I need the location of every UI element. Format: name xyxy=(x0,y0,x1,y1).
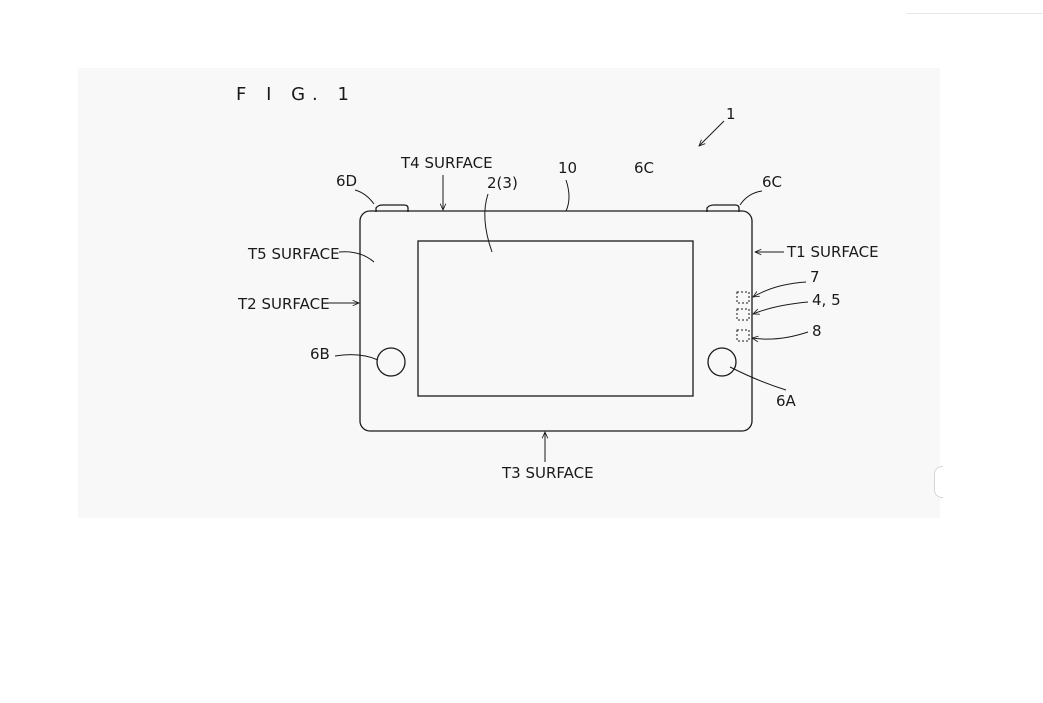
operation-button-6b xyxy=(376,347,406,377)
operation-button-6a xyxy=(707,347,737,377)
leader-10 xyxy=(565,179,570,212)
leader-6c xyxy=(739,190,763,206)
leader-6d xyxy=(354,189,375,205)
label-t1-surface: T1 SURFACE xyxy=(786,243,879,261)
ref-label-10: 10 xyxy=(558,159,577,177)
label-t5-surface: T5 SURFACE xyxy=(247,245,340,263)
figure-title-text: F I G. 1 xyxy=(236,84,356,105)
leader-t5-surface xyxy=(338,251,375,263)
ref-label-6c-top: 6C xyxy=(634,159,654,177)
ref-label-6d: 6D xyxy=(336,172,357,190)
leader-8 xyxy=(752,331,809,339)
shoulder-button-6c xyxy=(706,204,740,212)
internal-component-4-5 xyxy=(736,308,750,321)
display-screen xyxy=(417,240,694,397)
ref-label-2-3: 2(3) xyxy=(487,174,518,192)
internal-component-8 xyxy=(736,329,750,342)
ref-label-6a: 6A xyxy=(776,392,797,410)
ref-label-8: 8 xyxy=(812,322,822,340)
ref-label-7: 7 xyxy=(810,268,820,286)
ref-label-1: 1 xyxy=(726,105,736,123)
label-t4-surface: T4 SURFACE xyxy=(400,154,493,172)
label-t2-surface: T2 SURFACE xyxy=(237,295,330,313)
leader-6b xyxy=(334,354,379,361)
device-housing xyxy=(359,210,753,432)
label-t3-surface: T3 SURFACE xyxy=(501,464,594,482)
figure-panel xyxy=(78,68,940,518)
leader-2-3 xyxy=(484,193,493,253)
internal-component-7 xyxy=(736,291,750,304)
leader-4-5 xyxy=(753,301,809,314)
leader-7 xyxy=(753,281,807,297)
ref-label-6b: 6B xyxy=(310,345,330,363)
leader-6a xyxy=(729,366,787,391)
scroll-edge-handle xyxy=(934,466,943,498)
top-divider-line xyxy=(907,13,1043,14)
ref-label-4-5: 4, 5 xyxy=(812,291,841,309)
shoulder-button-6d xyxy=(375,204,409,212)
ref-arrow-1 xyxy=(699,120,725,146)
ref-label-6c: 6C xyxy=(762,173,782,191)
